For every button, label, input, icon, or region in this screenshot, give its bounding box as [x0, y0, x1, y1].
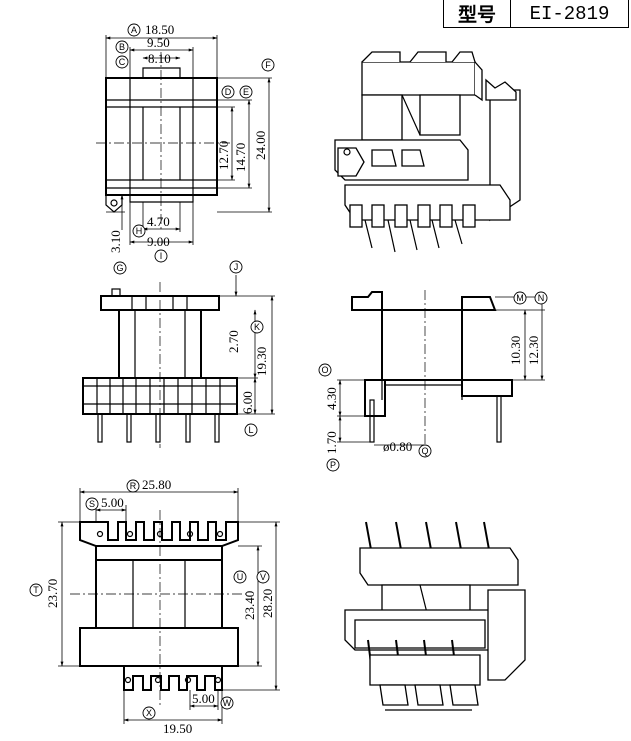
svg-text:I: I [160, 251, 163, 261]
dim-h-text: 4.70 [147, 214, 170, 229]
dim-k-text: 19.30 [254, 347, 269, 376]
balloon-s: S [85, 497, 99, 511]
svg-text:P: P [330, 460, 336, 470]
front-view-dimensions [337, 296, 545, 446]
dim-i-text: 9.00 [147, 234, 170, 249]
svg-text:U: U [237, 572, 244, 582]
top-view-dimensions [105, 35, 272, 245]
svg-text:N: N [538, 293, 545, 303]
balloon-t: T [29, 583, 43, 597]
dim-g-text: 3.10 [108, 230, 123, 253]
svg-text:Q: Q [421, 446, 428, 456]
balloon-a: A [127, 23, 141, 37]
dim-r-text: 25.80 [142, 477, 171, 492]
dim-t-text: 23.70 [45, 579, 60, 608]
isometric-view-top [334, 51, 521, 253]
type-label: 型号 [444, 0, 511, 27]
balloon-u: U [233, 570, 247, 584]
svg-text:S: S [89, 499, 95, 509]
dim-q-text: ø0.80 [383, 439, 412, 454]
svg-text:W: W [223, 698, 232, 708]
dim-o-text: 4.30 [324, 387, 339, 410]
dim-a-text: 18.50 [145, 22, 174, 37]
balloon-g: G [113, 261, 127, 275]
svg-text:E: E [243, 87, 249, 97]
dim-d-text: 12.70 [216, 141, 231, 170]
balloon-e: E [239, 85, 253, 99]
svg-text:V: V [260, 572, 266, 582]
dim-v-text: 28.20 [260, 589, 275, 618]
dim-k2-text: 2.70 [226, 330, 241, 353]
dim-m-text: 10.30 [508, 336, 523, 365]
balloon-p: P [326, 458, 340, 472]
balloon-q: Q [418, 444, 432, 458]
balloon-d: D [221, 85, 235, 99]
balloon-c: C [115, 55, 129, 69]
balloon-r: R [126, 479, 140, 493]
balloon-x: X [142, 706, 156, 720]
balloon-j: J [229, 260, 243, 274]
front-view [351, 290, 513, 448]
balloon-v: V [256, 570, 270, 584]
balloon-f: F [261, 58, 275, 72]
dim-f-text: 24.00 [253, 131, 268, 160]
dim-x-text: 19.50 [163, 721, 192, 736]
dim-n-text: 12.30 [526, 336, 541, 365]
balloon-o: O [318, 363, 332, 377]
svg-text:L: L [248, 425, 253, 435]
balloon-m: M [513, 291, 527, 305]
svg-text:M: M [516, 293, 524, 303]
balloon-n: N [534, 291, 548, 305]
model-number: EI-2819 [529, 2, 610, 25]
balloon-l: L [244, 423, 258, 437]
balloon-h: H [132, 224, 146, 238]
balloon-b: B [115, 40, 129, 54]
dim-b-text: 9.50 [147, 35, 170, 50]
svg-text:D: D [225, 87, 232, 97]
svg-text:X: X [146, 708, 152, 718]
side-view [82, 282, 238, 448]
dim-s-text: 5.00 [101, 495, 124, 510]
top-view [96, 52, 230, 232]
svg-text:O: O [321, 365, 328, 375]
title-block: 型号 EI-2819 [443, 0, 629, 28]
svg-text:H: H [136, 226, 143, 236]
svg-text:J: J [234, 262, 239, 272]
dim-p-text: 1.70 [324, 431, 339, 454]
svg-text:G: G [116, 263, 123, 273]
balloon-k: K [250, 320, 264, 334]
bottom-view [70, 510, 250, 705]
svg-text:T: T [33, 585, 39, 595]
dim-e-text: 14.70 [233, 143, 248, 172]
dim-c-text: 8.10 [148, 51, 171, 66]
svg-text:C: C [119, 57, 126, 67]
balloon-w: W [220, 696, 234, 710]
bottom-view-dimensions [58, 488, 280, 724]
dim-u-text: 23.40 [242, 591, 257, 620]
dim-l-text: 6.00 [240, 391, 255, 414]
svg-text:A: A [131, 25, 137, 35]
svg-text:K: K [254, 322, 260, 332]
dim-w-text: 5.00 [192, 691, 215, 706]
isometric-view-bottom [344, 521, 526, 711]
svg-text:B: B [119, 42, 125, 52]
balloon-i: I [154, 249, 168, 263]
svg-text:R: R [130, 481, 137, 491]
svg-text:F: F [265, 60, 271, 70]
